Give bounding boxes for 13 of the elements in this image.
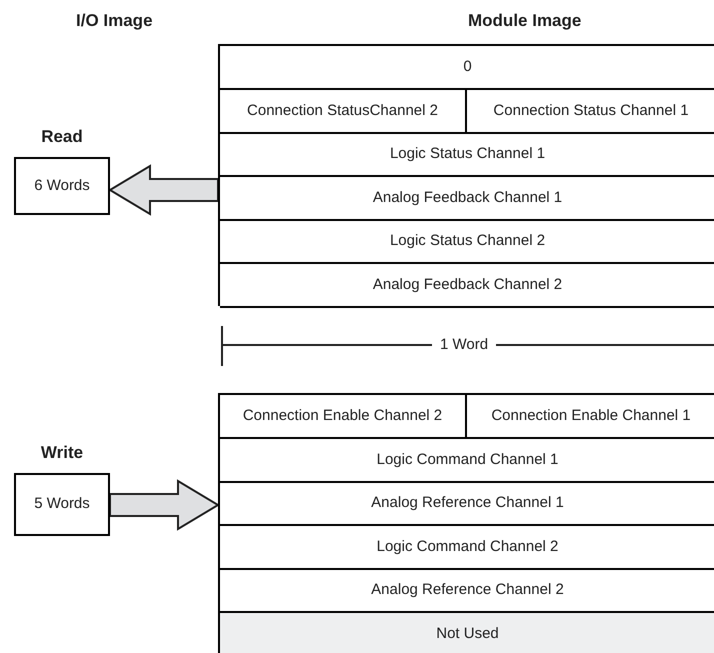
word-count-box: 6 Words (14, 157, 110, 215)
register-row: Connection Enable Channel 2 (220, 395, 467, 439)
register-table (218, 393, 714, 653)
section-heading: Read (41, 128, 83, 145)
word-count-box: 5 Words (14, 473, 110, 536)
block-arrow (108, 164, 219, 216)
column-heading: Module Image (468, 10, 582, 32)
register-row: Connection StatusChannel 2 (220, 90, 467, 134)
register-table (218, 44, 714, 306)
section-heading: Write (40, 444, 84, 461)
block-arrow (109, 479, 220, 531)
column-heading: I/O Image (76, 10, 153, 32)
register-row: Not Used (220, 613, 714, 653)
